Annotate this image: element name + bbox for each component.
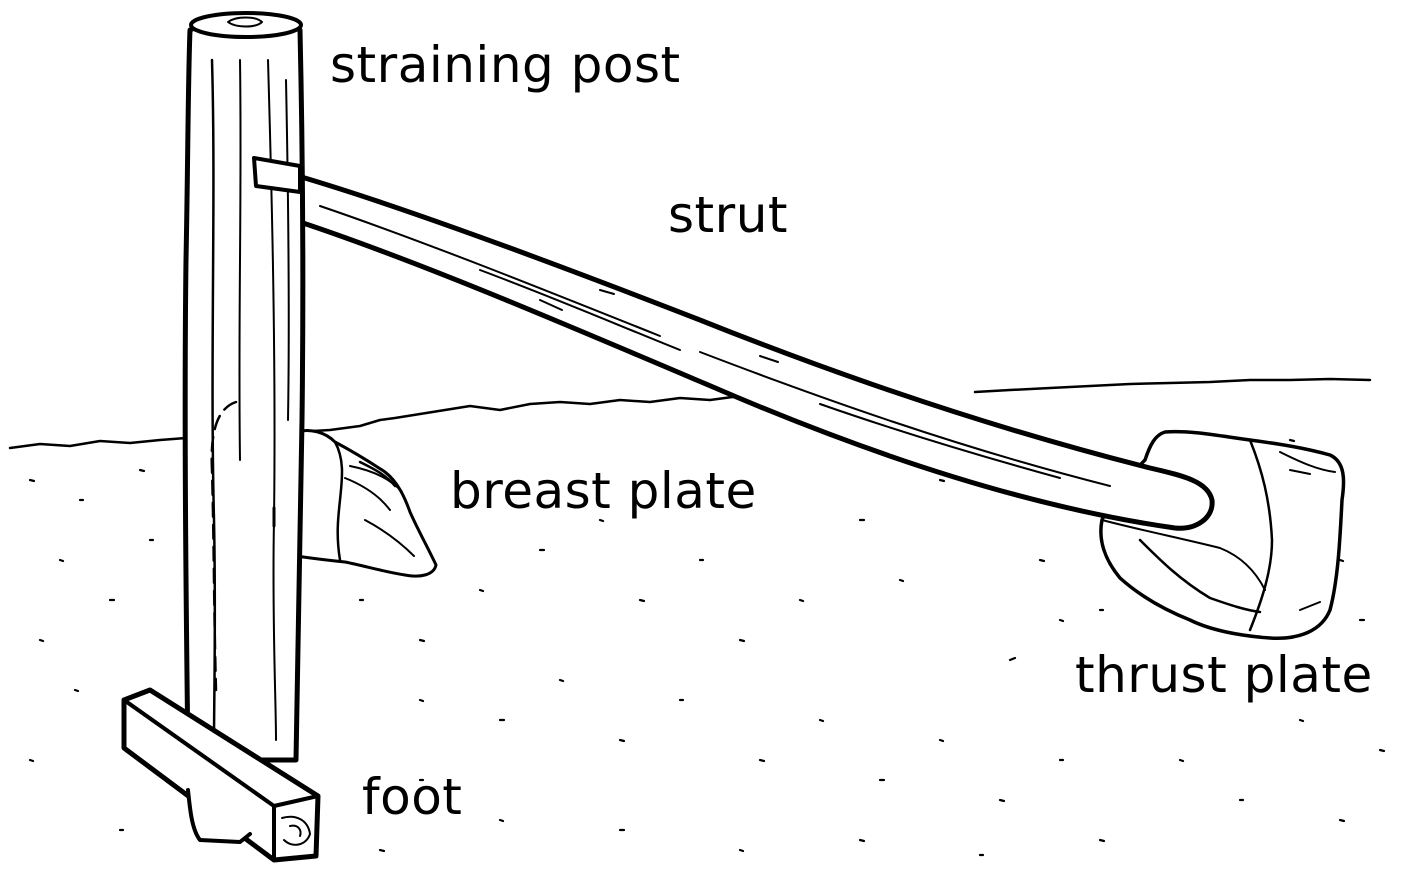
label-straining-post: straining post (330, 36, 681, 94)
post-top-rings (189, 11, 303, 39)
straining-post (182, 11, 306, 763)
label-foot: foot (362, 768, 463, 826)
strut-pole (295, 173, 1215, 531)
foot-block (121, 687, 321, 863)
strut-notch (252, 156, 302, 194)
breast-plate-rock (294, 428, 438, 578)
label-thrust-plate: thrust plate (1075, 646, 1373, 704)
label-breast-plate: breast plate (450, 462, 757, 520)
ground-line (8, 377, 1372, 450)
label-strut: strut (668, 186, 789, 244)
